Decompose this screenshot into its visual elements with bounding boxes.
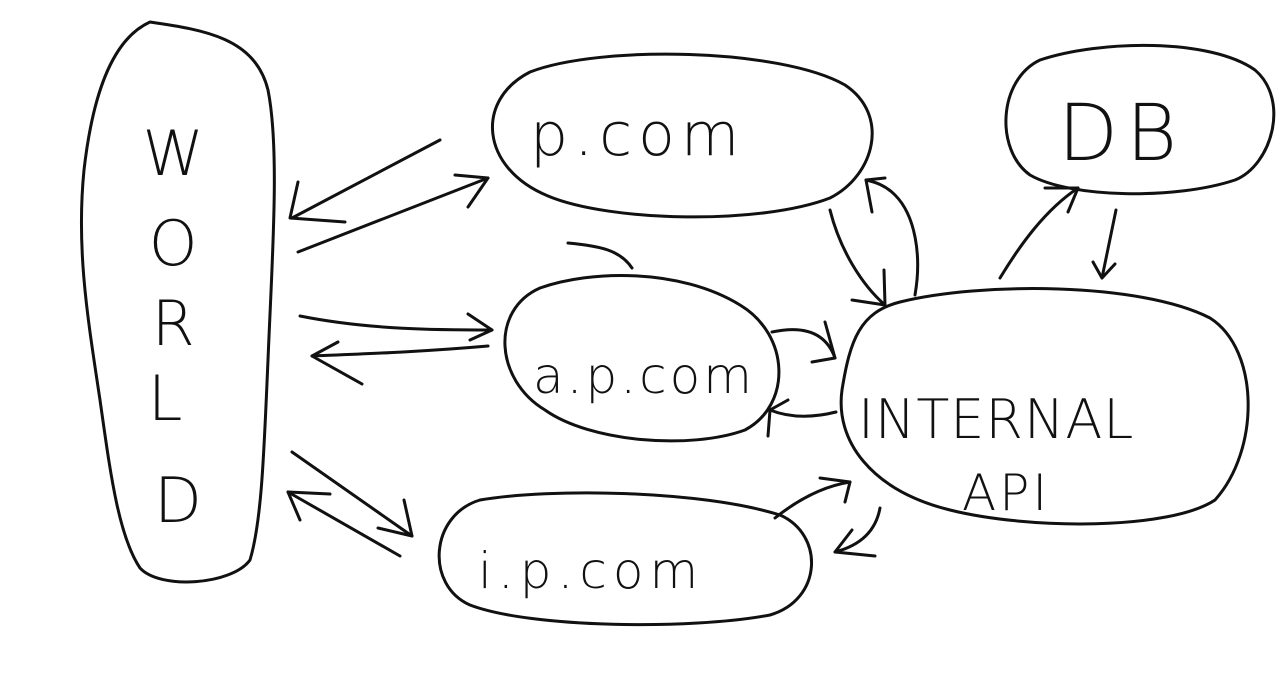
edge-internal-api-to-i-p-com-head bbox=[833, 528, 877, 558]
edge-world-to-i-p-com-head bbox=[376, 498, 414, 538]
a-p-com-sketch-stroke bbox=[566, 241, 634, 270]
world-letter-1: W bbox=[142, 117, 203, 190]
edge-i-p-com-to-internal-api-line bbox=[773, 480, 852, 520]
node-world-label: W O R L D bbox=[142, 117, 223, 537]
node-world-shape bbox=[79, 20, 276, 584]
edge-a-p-com-to-world bbox=[310, 340, 490, 386]
edge-a-p-com-to-world-line bbox=[310, 344, 490, 358]
edge-a-p-com-to-internal-api-line bbox=[770, 328, 837, 360]
edge-internal-api-to-db-line bbox=[998, 186, 1080, 280]
edge-world-to-p-com-head bbox=[453, 173, 490, 209]
edge-i-p-com-to-world-line bbox=[286, 490, 402, 558]
node-db-label: DB bbox=[1058, 89, 1185, 179]
node-a-p-com: a.p.com bbox=[503, 241, 781, 443]
edge-internal-api-to-db bbox=[998, 186, 1080, 280]
edge-db-to-internal-api-line bbox=[1100, 208, 1118, 280]
edge-p-com-to-world-head bbox=[288, 180, 347, 224]
edge-p-com-to-world bbox=[288, 138, 442, 224]
world-letter-4: L bbox=[148, 362, 183, 435]
edge-i-p-com-to-world bbox=[286, 490, 402, 558]
edge-world-to-p-com-line bbox=[296, 176, 490, 254]
edge-p-com-to-internal-api-head bbox=[850, 268, 887, 307]
node-internal-api-shape bbox=[839, 287, 1250, 526]
edge-world-to-a-p-com-line bbox=[298, 314, 494, 332]
edge-world-to-p-com bbox=[296, 173, 490, 254]
node-a-p-com-label: a.p.com bbox=[533, 347, 755, 405]
node-world: W O R L D bbox=[79, 20, 276, 584]
edge-db-to-internal-api-head bbox=[1091, 260, 1117, 280]
world-letter-2: O bbox=[149, 207, 198, 280]
edge-world-to-a-p-com-head bbox=[466, 312, 494, 342]
node-p-com: p.com bbox=[491, 52, 874, 219]
edge-internal-api-to-i-p-com-line bbox=[833, 506, 882, 554]
edge-a-p-com-to-internal-api bbox=[770, 320, 837, 364]
node-a-p-com-shape bbox=[503, 274, 781, 443]
edge-internal-api-to-p-com bbox=[864, 176, 920, 297]
edge-p-com-to-internal-api bbox=[828, 208, 887, 307]
edge-internal-api-to-a-p-com-head bbox=[766, 398, 790, 438]
edge-internal-api-to-db-head bbox=[1043, 186, 1080, 214]
edge-internal-api-to-p-com-line bbox=[864, 178, 920, 297]
node-internal-api-label-line1: INTERNAL bbox=[858, 388, 1134, 451]
edge-world-to-a-p-com bbox=[298, 312, 494, 342]
node-p-com-shape bbox=[491, 52, 874, 219]
edge-internal-api-to-a-p-com-line bbox=[768, 408, 838, 418]
node-i-p-com-label: i.p.com bbox=[478, 542, 704, 600]
edge-p-com-to-world-line bbox=[290, 138, 442, 220]
edge-i-p-com-to-internal-api-head bbox=[818, 476, 852, 504]
node-internal-api: INTERNAL API bbox=[839, 287, 1250, 526]
edge-i-p-com-to-world-head bbox=[286, 490, 332, 522]
node-db: DB bbox=[1004, 43, 1276, 196]
edge-internal-api-to-p-com-head bbox=[864, 176, 887, 214]
edge-a-p-com-to-world-head bbox=[310, 340, 364, 386]
edge-world-to-i-p-com-line bbox=[290, 450, 414, 538]
edge-internal-api-to-i-p-com bbox=[833, 506, 882, 558]
edge-internal-api-to-a-p-com bbox=[766, 398, 838, 438]
edge-db-to-internal-api bbox=[1091, 208, 1118, 280]
node-i-p-com-shape bbox=[437, 491, 814, 627]
edge-i-p-com-to-internal-api bbox=[773, 476, 852, 520]
edge-a-p-com-to-internal-api-head bbox=[810, 320, 837, 364]
node-internal-api-label-line2: API bbox=[962, 464, 1050, 522]
edge-p-com-to-internal-api-line bbox=[828, 208, 887, 307]
world-letter-5: D bbox=[154, 464, 202, 537]
edge-world-to-i-p-com bbox=[290, 450, 414, 538]
world-letter-3: R bbox=[152, 287, 195, 360]
node-db-shape bbox=[1004, 43, 1276, 196]
node-p-com-label: p.com bbox=[530, 100, 745, 170]
node-i-p-com: i.p.com bbox=[437, 491, 814, 627]
